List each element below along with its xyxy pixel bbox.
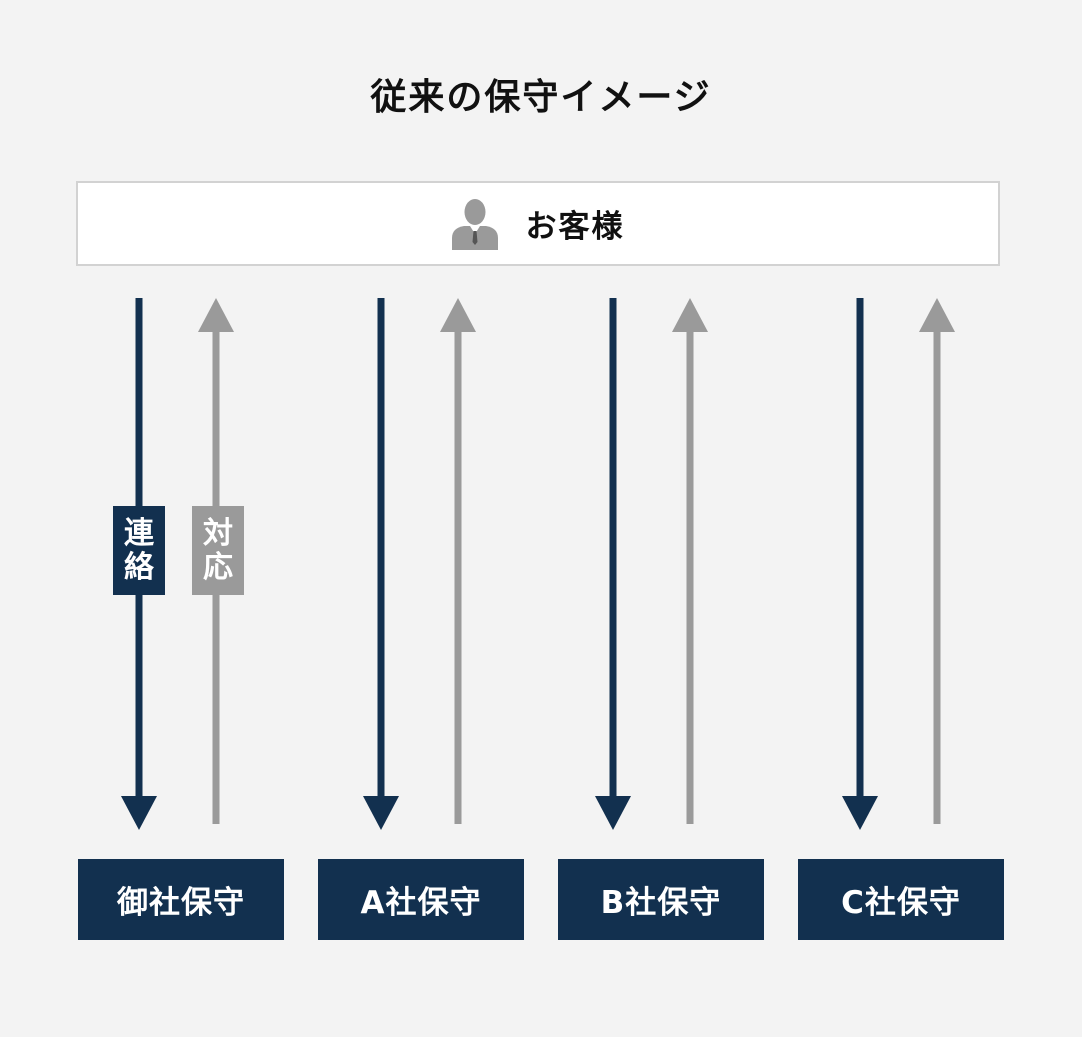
contact-label-char: 絡 [124,549,154,585]
contact-arrow [595,298,631,830]
contact-label-char: 連 [124,515,154,551]
response-arrow [919,298,955,824]
vendor-box-c: C社保守 [798,859,1004,940]
response-label: 対 応 [192,506,244,595]
diagram-title: 従来の保守イメージ [370,77,712,118]
response-arrow [672,298,708,824]
person-icon [451,198,498,250]
response-label-char: 対 [203,515,233,551]
contact-arrow [842,298,878,830]
vendor-box-a: A社保守 [318,859,524,940]
contact-arrow [363,298,399,830]
response-arrow [440,298,476,824]
vendor-box-b: B社保守 [558,859,764,940]
response-label-char: 応 [203,549,233,585]
customer-box: お客様 [76,181,1000,266]
customer-label: お客様 [525,209,625,245]
vendor-box-own: 御社保守 [78,859,284,940]
contact-label: 連 絡 [113,506,165,595]
